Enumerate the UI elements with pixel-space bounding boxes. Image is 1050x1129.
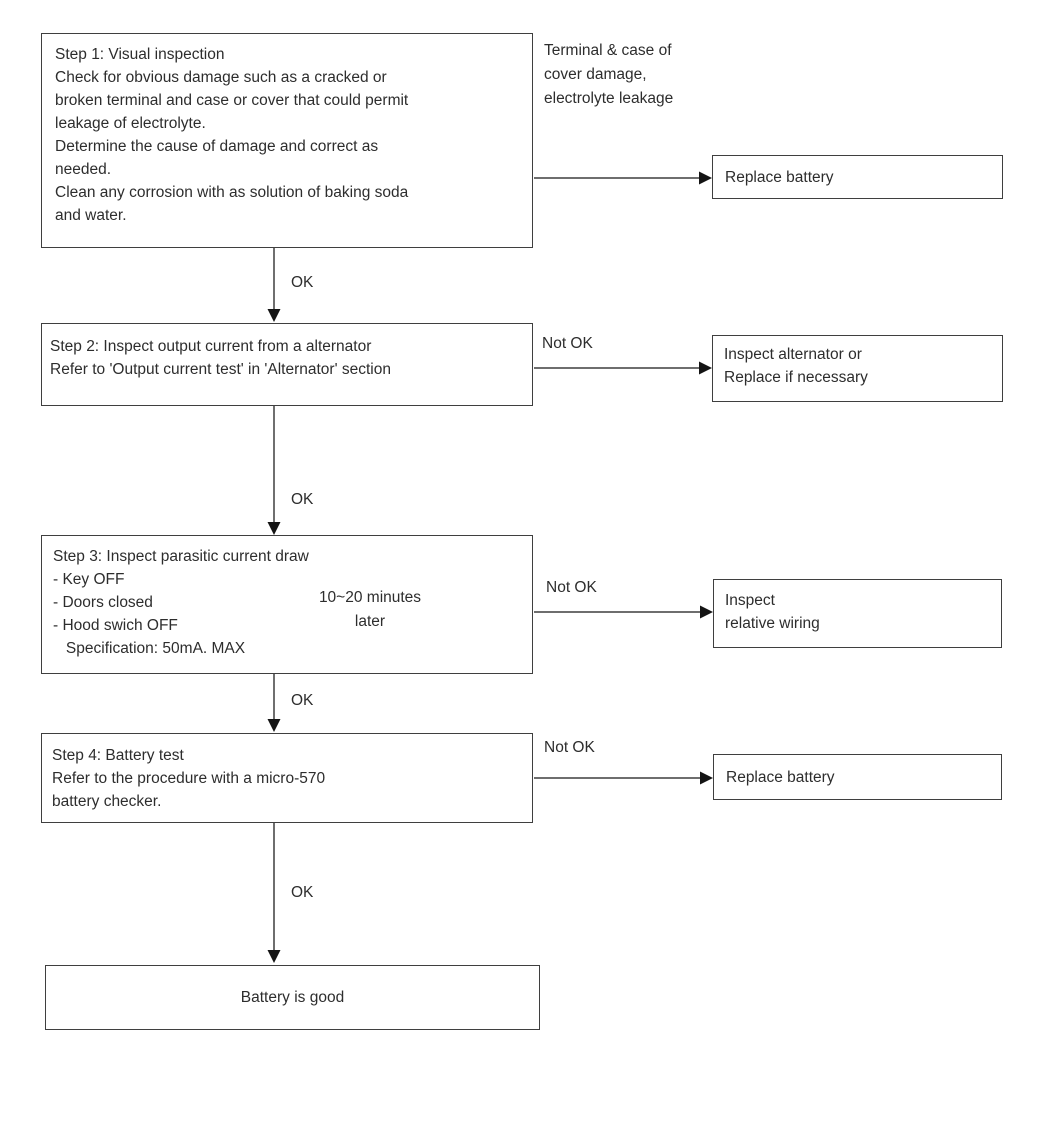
replace-battery-top-label: Replace battery <box>725 168 834 186</box>
step3-delay-note-line: 10~20 minutes <box>318 589 422 606</box>
battery-good-box: Battery is good <box>45 965 540 1030</box>
inspect-alternator-box: Inspect alternator or Replace if necessa… <box>712 335 1003 402</box>
inspect-alternator-line: Inspect alternator or <box>724 346 862 363</box>
arrow-step2-to-inspect-alternator <box>534 361 712 375</box>
inspect-wiring-box: Inspect relative wiring <box>713 579 1002 648</box>
step1-text-line: Determine the cause of damage and correc… <box>55 138 379 155</box>
step3-text-line: - Hood swich OFF <box>53 617 178 634</box>
step1-text-line: Clean any corrosion with as solution of … <box>55 184 409 201</box>
arrow-step4-to-result <box>267 823 281 963</box>
step3-delay-note-line: later <box>354 613 386 630</box>
inspect-wiring-line: Inspect <box>725 592 775 609</box>
step1-text-line: Check for obvious damage such as a crack… <box>55 69 387 86</box>
step1-text-line: broken terminal and case or cover that c… <box>55 92 409 109</box>
inspect-wiring-line: relative wiring <box>725 615 820 632</box>
arrow-step3-to-inspect-wiring <box>534 605 713 619</box>
step1-text-line: leakage of electrolyte. <box>55 115 206 132</box>
step1-text-line: and water. <box>55 207 127 224</box>
battery-good-label: Battery is good <box>240 989 345 1006</box>
step4-box: Step 4: Battery test Refer to the proced… <box>41 733 533 823</box>
arrow-step3-to-step4 <box>267 674 281 732</box>
step3-text-line: - Key OFF <box>53 571 125 588</box>
not-ok-label-1: Not OK <box>542 335 593 352</box>
step3-box: Step 3: Inspect parasitic current draw -… <box>41 535 533 674</box>
inspect-alternator-line: Replace if necessary <box>724 369 868 386</box>
arrow-step2-to-step3 <box>267 406 281 535</box>
side-note: Terminal & case of cover damage, electro… <box>544 39 673 111</box>
step2-box: Step 2: Inspect output current from a al… <box>41 323 533 406</box>
step4-text-line: Refer to the procedure with a micro-570 <box>52 770 326 787</box>
arrow-step4-to-replace-battery <box>534 771 713 785</box>
step4-text-line: Step 4: Battery test <box>52 747 184 764</box>
not-ok-label-2: Not OK <box>546 579 597 596</box>
step3-delay-note: 10~20 minutes later <box>300 586 440 634</box>
not-ok-label-3: Not OK <box>544 739 595 756</box>
side-note-line: Terminal & case of <box>544 42 672 59</box>
step2-text-line: Refer to 'Output current test' in 'Alter… <box>50 361 391 378</box>
step1-text-line: Step 1: Visual inspection <box>55 46 225 63</box>
step3-text-line: Step 3: Inspect parasitic current draw <box>53 548 309 565</box>
side-note-line: cover damage, <box>544 66 647 83</box>
step1-text-line: needed. <box>55 161 112 178</box>
ok-label-4: OK <box>291 884 314 901</box>
replace-battery-bottom-label: Replace battery <box>726 768 835 786</box>
arrow-step1-to-step2 <box>267 248 281 322</box>
ok-label-1: OK <box>291 274 314 291</box>
step2-text-line: Step 2: Inspect output current from a al… <box>50 338 372 355</box>
side-note-line: electrolyte leakage <box>544 90 674 107</box>
step3-text-line: Specification: 50mA. MAX <box>53 640 246 657</box>
ok-label-3: OK <box>291 692 314 709</box>
ok-label-2: OK <box>291 491 314 508</box>
step4-text-line: battery checker. <box>52 793 162 810</box>
step3-text-line: - Doors closed <box>53 594 153 611</box>
replace-battery-top-box: Replace battery <box>712 155 1003 199</box>
step1-box: Step 1: Visual inspection Check for obvi… <box>41 33 533 248</box>
replace-battery-bottom-box: Replace battery <box>713 754 1002 800</box>
arrow-step1-to-replace-battery <box>534 171 712 185</box>
